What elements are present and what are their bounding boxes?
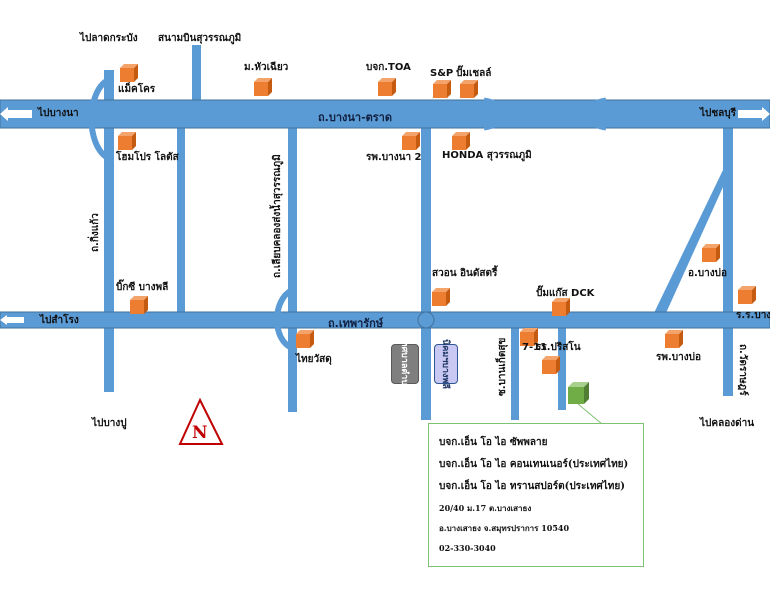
building-pristano-icon [542, 356, 560, 374]
road-ban-ket [511, 328, 519, 420]
road-theparak [0, 311, 770, 329]
company-phone: 02-330-3040 [439, 543, 496, 553]
direction-lat-krabang: ไปลาดกระบัง [80, 33, 138, 44]
label-sp: S&P [430, 68, 454, 79]
u-turn-right [584, 97, 607, 131]
label-bangna2-hospital: รพ.บางนา 2 [366, 152, 422, 163]
direction-samrong: ไปสำโรง [40, 315, 79, 326]
building-thai-watsadu-icon [296, 330, 314, 348]
target-building-icon [568, 382, 589, 404]
building-shell-icon [460, 80, 478, 98]
road-bangplee [421, 100, 431, 420]
label-shell: ปั๊มเชลล์ [456, 68, 492, 79]
road-name-bangna-trat: ถ.บางนา-ตราด [318, 111, 393, 124]
label-moo-hua-chiao: ม.หัวเฉียว [244, 62, 289, 73]
direction-bangna: ไปบางนา [38, 108, 79, 119]
label-big-c: บิ๊กซี บางพลี [116, 282, 169, 293]
company-address-line1: 20/40 ม.17 ต.บางเสาธง [439, 503, 532, 513]
building-homepro-icon [118, 132, 136, 150]
road-name-wat-rat: ถ.วัดราษฎร์ [737, 344, 748, 396]
label-bangbo-hospital: รพ.บางบ่อ [656, 352, 701, 363]
roundabout [417, 311, 435, 329]
direction-airport: สนามบินสุวรรณภูมิ [158, 33, 242, 44]
road-name-liap-khlong: ถ.เลียบคลองส่งน้ำสุวรรณภูมิ [272, 154, 283, 278]
label-swan: สวอน อินดัสตรี้ [432, 268, 498, 279]
label-thai-watsadu: ไทยวัสดุ [296, 354, 332, 365]
direction-khlong-dan: ไปคลองด่าน [700, 418, 755, 429]
building-bangbo-hospital-icon [665, 330, 683, 348]
label-makro: แม็คโคร [118, 84, 156, 95]
road-bangna-trat [0, 99, 770, 129]
road-suvarnabhumi-north [192, 45, 201, 105]
company-address-line2: อ.บางเสาธง จ.สมุทรปราการ 10540 [439, 523, 570, 533]
label-rr-bang: ร.ร.บาง [736, 310, 770, 321]
company-info-box: บจก.เอ็น โอ ไอ ซัพพลาย บจก.เอ็น โอ ไอ คอ… [428, 423, 644, 567]
label-dck: ปั๊มแก๊ส DCK [536, 288, 595, 299]
sign-municipality: เทศบาลตำบล [391, 337, 419, 391]
arrow-right-icon [738, 107, 770, 121]
label-honda: HONDA สุวรรณภูมิ [442, 150, 532, 161]
road-wat-rat [723, 124, 733, 396]
road-liap-khlong [288, 124, 297, 412]
sign-industrial-estate-text: นิคมฯบางพลี [440, 339, 450, 389]
direction-chonburi: ไปชลบุรี [700, 108, 737, 119]
building-honda-icon [452, 132, 470, 150]
arrow-left-small-icon [0, 315, 24, 325]
building-moo-hua-chiao-icon [254, 78, 272, 96]
label-seven-eleven: 7-11 [522, 342, 548, 353]
road-pristano [558, 328, 566, 410]
sign-industrial-estate: นิคมฯบางพลี [434, 339, 458, 389]
building-dck-icon [552, 298, 570, 316]
building-sp-icon [433, 80, 451, 98]
u-turn-left [483, 97, 506, 131]
building-rr-bang-icon [738, 286, 756, 304]
company-name-supply: บจก.เอ็น โอ ไอ ซัพพลาย [439, 437, 548, 448]
label-homepro: โฮมโปร โลตัส [116, 152, 179, 163]
building-swan-icon [432, 288, 450, 306]
label-toa: บจก.TOA [366, 62, 411, 73]
building-toa-icon [378, 78, 396, 96]
road-diagonal [654, 170, 728, 313]
building-big-c-icon [130, 296, 148, 314]
company-name-transport: บจก.เอ็น โอ ไอ ทรานสปอร์ต(ประเทศไทย) [439, 481, 625, 492]
building-makro-icon [120, 64, 138, 82]
compass-icon [178, 397, 224, 445]
interchange-king-kaeo [88, 77, 110, 161]
building-bangna2-icon [402, 132, 420, 150]
arrow-left-icon [0, 107, 32, 121]
label-bangbo-district: อ.บางบ่อ [688, 268, 728, 279]
company-name-container: บจก.เอ็น โอ ไอ คอนเทนเนอร์(ประเทศไทย) [439, 459, 629, 470]
road-name-theparak: ถ.เทพารักษ์ [328, 317, 384, 330]
compass-label: N [192, 423, 208, 443]
road-name-king-kaeo: ถ.กิ่งแก้ว [90, 213, 101, 252]
interchange-liap-khlong [274, 287, 294, 351]
sign-municipality-text: เทศบาลตำบล [399, 337, 409, 391]
road-king-kaeo [104, 70, 114, 392]
label-pristano: รร.ปริสโน [536, 342, 581, 353]
callout-line [577, 403, 603, 425]
direction-bangpu: ไปบางปู [92, 418, 127, 429]
road-name-ban-ket: ซ.บานเก็ตสุข [497, 337, 508, 396]
road-mid-1 [177, 124, 185, 320]
building-bangbo-district-icon [702, 244, 720, 262]
